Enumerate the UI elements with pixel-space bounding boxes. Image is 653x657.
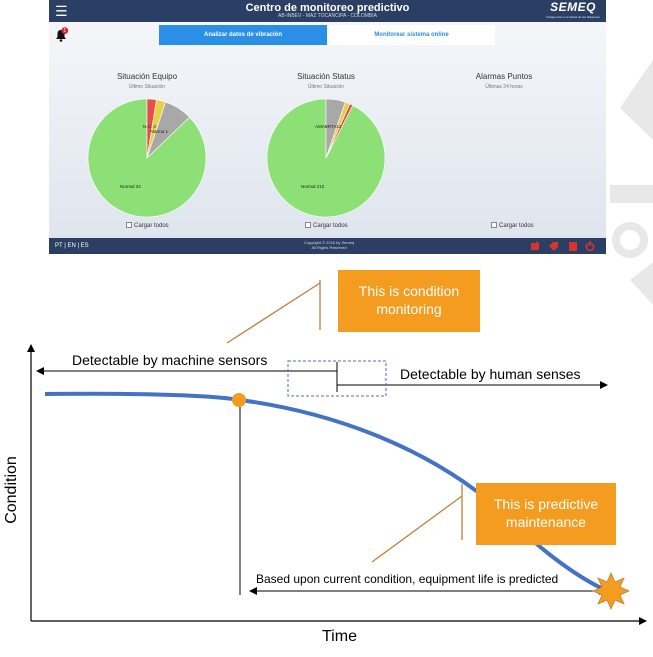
pie-label-normal: Normal 210 bbox=[301, 184, 325, 189]
load-all-label: Cargar todos bbox=[134, 223, 169, 229]
hamburger-menu-icon[interactable]: ☰ bbox=[55, 3, 68, 19]
label-detectable-human: Detectable by human senses bbox=[400, 366, 581, 382]
pie-chart-equipment: Normal 34 Alarma 1 N.C. 3 bbox=[87, 98, 207, 218]
document-icon[interactable] bbox=[569, 242, 577, 251]
panel-equipment-title: Situación Equipo bbox=[116, 72, 178, 81]
panel-alarm-points-subtitle: Últimas 24 horas bbox=[485, 84, 523, 90]
dashboard-title: Centro de monitoreo predictivo bbox=[245, 2, 410, 14]
panel-equipment-subtitle: Último Situación bbox=[128, 84, 166, 90]
load-all-checkbox-alarm-points[interactable]: Cargar todos bbox=[491, 222, 534, 230]
dashboard-body: 1 Analizar datos de vibración Monitorear… bbox=[49, 22, 606, 238]
dashboard-header: ☰ Centro de monitoreo predictivo AB-INBE… bbox=[49, 0, 606, 22]
copyright-line: All Rights Reserved bbox=[311, 245, 347, 250]
callout-leader-predictive bbox=[371, 495, 463, 563]
load-all-checkbox-equipment[interactable]: Cargar todos bbox=[126, 222, 169, 230]
edge-decoration bbox=[610, 60, 653, 305]
copyright-text: Copyright © 2016 by Semeq All Rights Res… bbox=[249, 240, 409, 250]
logo-tagline: Inteligencia en la Salud de las Máquinas bbox=[546, 15, 600, 19]
pie-label-normal: Normal 34 bbox=[120, 184, 141, 189]
pie-label-overlap: AMABRTA12 bbox=[315, 124, 342, 129]
pie-slice[interactable] bbox=[146, 101, 190, 159]
load-all-label: Cargar todos bbox=[313, 223, 348, 229]
y-axis-label: Condition bbox=[3, 456, 20, 524]
dashboard-subtitle: AB-INBEV - MAZ TOCANCIPA - COLOMBIA bbox=[278, 13, 377, 19]
export-icon[interactable] bbox=[531, 241, 540, 250]
callout-predictive-maintenance: This is predictive maintenance bbox=[476, 483, 616, 545]
pie-label-nc: N.C. 3 bbox=[143, 124, 156, 129]
failure-burst-icon bbox=[592, 572, 630, 610]
tab-online-monitoring[interactable]: Monitorear sistema online bbox=[328, 25, 495, 45]
callout-leader-monitoring bbox=[226, 282, 321, 344]
language-selector[interactable]: PT | EN | ES bbox=[55, 243, 89, 249]
notification-bell-icon[interactable]: 1 bbox=[53, 27, 69, 43]
checkbox-box[interactable] bbox=[126, 222, 132, 229]
condition-curve bbox=[44, 391, 490, 502]
tag-icon[interactable] bbox=[549, 242, 558, 251]
tab-vibration-analysis[interactable]: Analizar datos de vibración bbox=[159, 25, 327, 45]
notification-count: 1 bbox=[63, 28, 66, 34]
checkbox-box[interactable] bbox=[305, 222, 311, 229]
dashboard-footer: PT | EN | ES Copyright © 2016 by Semeq A… bbox=[49, 238, 606, 254]
label-detectable-machine: Detectable by machine sensors bbox=[72, 352, 268, 368]
x-axis-label: Time bbox=[322, 628, 357, 645]
panel-status-subtitle: Último Situación bbox=[307, 84, 345, 90]
logo-text: SEMEQ bbox=[550, 0, 596, 14]
panel-status-title: Situación Status bbox=[297, 72, 355, 81]
checkbox-box[interactable] bbox=[491, 222, 497, 229]
copyright-line: Copyright © 2016 by Semeq bbox=[303, 240, 355, 245]
load-all-label: Cargar todos bbox=[499, 223, 534, 229]
label-life-predicted: Based upon current condition, equipment … bbox=[256, 572, 559, 586]
detection-point-marker bbox=[232, 393, 246, 407]
pie-slice[interactable] bbox=[325, 103, 354, 159]
semeq-logo: SEMEQ Inteligencia en la Salud de las Má… bbox=[544, 1, 602, 21]
panel-alarm-points-title: Alarmas Puntos bbox=[475, 72, 533, 81]
dashboard-screenshot: ☰ Centro de monitoreo predictivo AB-INBE… bbox=[49, 0, 606, 254]
callout-condition-monitoring: This is condition monitoring bbox=[338, 270, 480, 332]
power-icon[interactable] bbox=[585, 241, 595, 252]
pie-chart-status: Normal 210 AMABRTA12 bbox=[266, 98, 386, 218]
load-all-checkbox-status[interactable]: Cargar todos bbox=[305, 222, 348, 230]
pie-label-alarm: Alarma 1 bbox=[150, 129, 169, 134]
footer-toolbar bbox=[531, 241, 595, 252]
transition-zone-box bbox=[287, 360, 387, 397]
